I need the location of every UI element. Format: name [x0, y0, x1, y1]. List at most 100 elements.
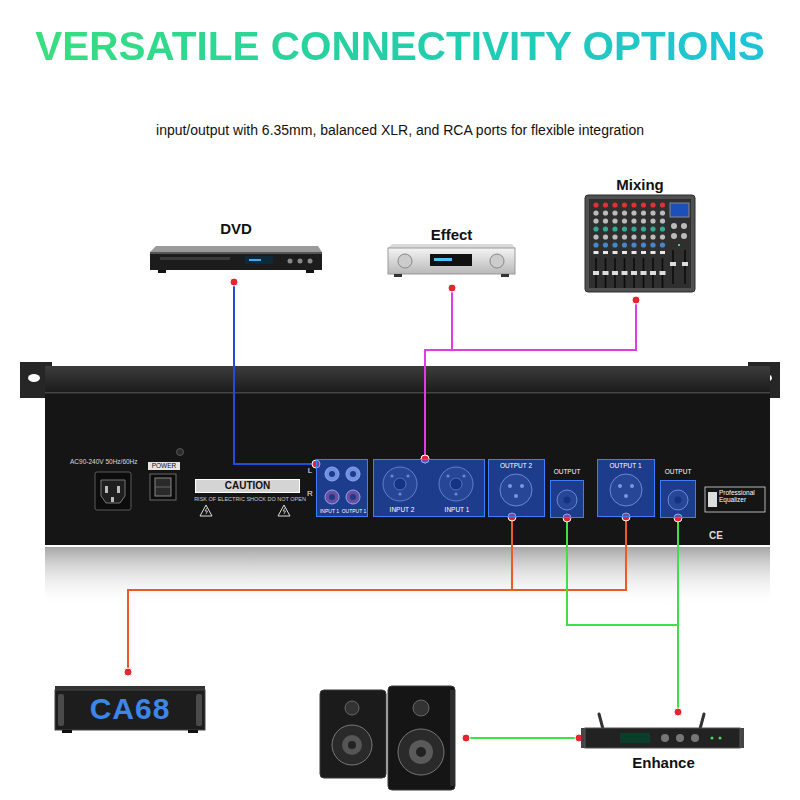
speakers	[398, 729, 444, 775]
effect-unit	[388, 244, 515, 248]
equalizer-chassis	[708, 492, 717, 507]
caution-plate: CAUTION	[195, 479, 300, 493]
port-label: OUTPUT 1	[600, 462, 651, 470]
signal-cable	[128, 517, 626, 672]
equalizer-chassis	[101, 480, 125, 503]
enhancer-unit	[740, 728, 744, 748]
speakers	[416, 747, 426, 757]
mixing-console	[641, 202, 647, 288]
amplifier-node: CA68	[55, 672, 205, 732]
enhancer-unit	[711, 737, 714, 740]
mixing-console	[672, 250, 674, 284]
mixing-console	[682, 262, 688, 266]
mixing-console	[684, 250, 686, 284]
dvd-player	[150, 252, 322, 270]
mixing-console	[585, 195, 695, 292]
speakers	[342, 735, 362, 755]
dvd-player	[308, 259, 313, 264]
device-label: Enhance	[582, 754, 745, 772]
enhancer-unit	[719, 737, 722, 740]
dvd-player	[245, 256, 273, 264]
signal-cable	[128, 517, 512, 672]
power-amplifier	[55, 690, 205, 730]
mixing-console	[612, 202, 618, 288]
port-label: OUTPUT	[656, 468, 700, 476]
port-label: INPUT 1	[430, 506, 484, 514]
speakers	[450, 690, 455, 786]
equalizer-chassis	[705, 487, 765, 512]
mixing-console	[589, 199, 691, 288]
port-box: INPUT 2INPUT 1	[373, 459, 485, 517]
dvd-player	[150, 246, 322, 252]
effect-unit	[388, 248, 515, 274]
equalizer-chassis	[283, 508, 286, 514]
mixing-console	[585, 195, 695, 292]
enhancer-unit	[691, 734, 699, 742]
device-label: Mixing	[583, 176, 697, 194]
port-label: OUTPUT 2	[491, 462, 541, 470]
signal-cable	[425, 300, 636, 459]
enhancer-unit	[700, 714, 704, 729]
model-label: CA68	[55, 693, 205, 725]
port-label: INPUT 2	[374, 506, 430, 514]
equalizer-chassis	[20, 362, 780, 607]
power-amplifier	[62, 730, 72, 733]
enhancer-unit	[585, 728, 740, 748]
speaker-wire	[466, 737, 579, 739]
signal-cable	[234, 282, 316, 464]
subtitle: input/output with 6.35mm, balanced XLR, …	[0, 122, 800, 139]
speakers	[345, 701, 359, 715]
port-box: OUTPUT 1	[597, 459, 655, 517]
equalizer-chassis	[105, 486, 108, 493]
mixing-console	[603, 202, 609, 288]
device-node: Effect	[386, 226, 517, 288]
dvd-player	[150, 246, 322, 273]
channel-label: L	[306, 466, 314, 476]
mixing-console	[670, 262, 676, 266]
brand-badge: Professional Equalizer	[719, 489, 763, 504]
equalizer-chassis	[155, 487, 171, 488]
power-amplifier	[188, 730, 198, 733]
equalizer-chassis	[95, 472, 131, 510]
power-amplifier	[58, 694, 64, 726]
device-node: Enhance	[582, 712, 745, 772]
port-label: INPUT 1	[317, 508, 342, 514]
speakers	[332, 725, 372, 765]
effect-unit	[490, 254, 504, 268]
power-amplifier	[196, 694, 202, 726]
mixing-console	[650, 202, 656, 288]
speaker-wire	[462, 734, 583, 742]
mixing-console	[670, 203, 689, 217]
equalizer-chassis	[45, 392, 770, 545]
warning-text: RISK OF ELECTRIC SHOCK DO NOT OPEN	[190, 496, 310, 503]
dvd-player	[306, 270, 314, 273]
effect-unit	[388, 244, 515, 277]
port-label: OUTPUT 1	[341, 508, 367, 514]
equalizer-chassis	[200, 505, 212, 516]
switch-label: POWER	[148, 462, 180, 470]
dvd-player	[298, 259, 303, 264]
port-box: OUTPUT 2	[488, 459, 545, 517]
enhancer-unit	[581, 714, 744, 748]
speaker-wire	[462, 734, 470, 742]
port-box: LRINPUT 1OUTPUT 1	[316, 459, 368, 517]
port-label: OUTPUT	[545, 468, 589, 476]
port-box: OUTPUT	[550, 480, 584, 518]
effect-unit	[430, 254, 472, 266]
enhancer-unit	[661, 734, 669, 742]
effect-unit	[394, 274, 402, 277]
equalizer-chassis	[45, 392, 770, 394]
speakers	[320, 686, 455, 790]
dvd-player	[288, 259, 293, 264]
enhancer-unit	[620, 733, 650, 743]
dvd-player	[150, 252, 322, 254]
equalizer-chassis	[28, 374, 40, 382]
equalizer-chassis	[177, 449, 184, 456]
mixing-console	[593, 202, 599, 288]
dvd-player	[160, 257, 230, 260]
ce-mark: CE	[706, 530, 726, 542]
enhancer-unit	[599, 714, 603, 729]
